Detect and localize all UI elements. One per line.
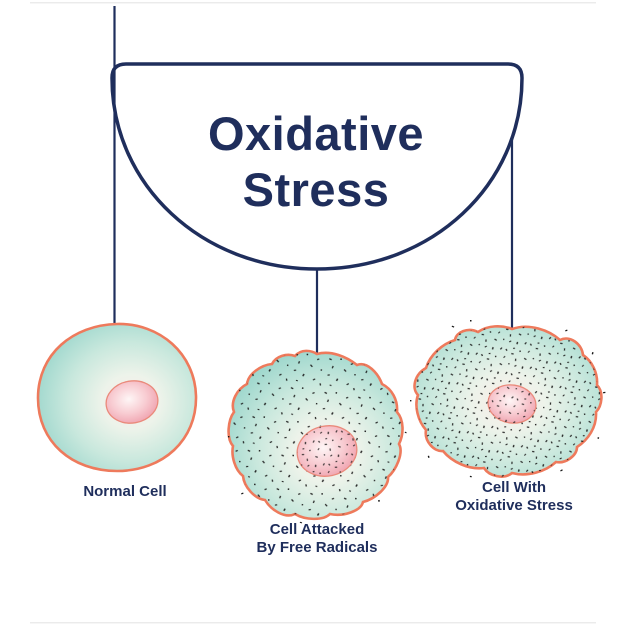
frame-hairline-bottom: [30, 622, 596, 624]
cell-nucleus-speckles: [297, 425, 357, 477]
title-line-1: Oxidative: [208, 107, 424, 160]
title-bowl-shape: [110, 62, 524, 271]
stressed-cell-label-line1: Cell With: [482, 479, 546, 496]
oxidative-stress-cell-illustration: [413, 324, 603, 478]
frame-hairline-top: [30, 2, 596, 4]
normal-cell-label: Normal Cell: [83, 483, 166, 500]
cell-nucleus: [105, 380, 159, 424]
attacked-cell-label-line2: By Free Radicals: [257, 539, 378, 556]
attacked-cell-label-line1: Cell Attacked: [270, 521, 364, 538]
stray-free-radical-speckles: [228, 320, 606, 524]
title-line-2: Stress: [243, 163, 390, 216]
cell-nucleus-speckles: [488, 384, 536, 424]
normal-cell-illustration: [36, 322, 198, 473]
stressed-cell-label-line2: Oxidative Stress: [455, 497, 573, 514]
free-radical-cell-illustration: [227, 349, 404, 521]
